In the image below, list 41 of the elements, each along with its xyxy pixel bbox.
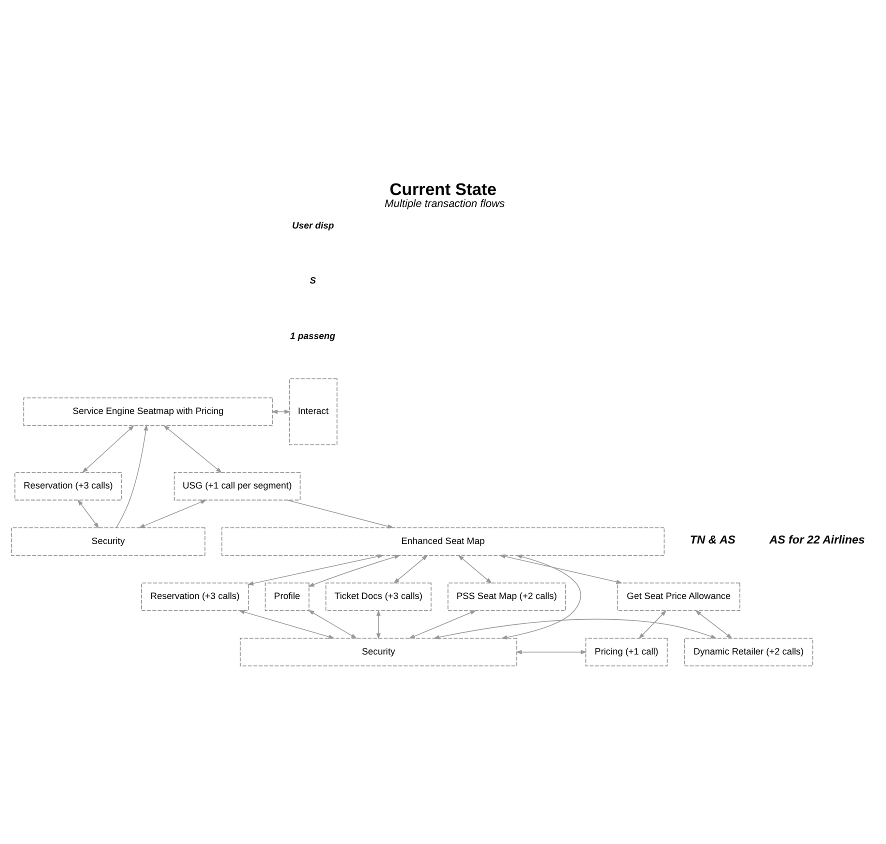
arrow bbox=[500, 554, 581, 639]
arrow bbox=[308, 609, 358, 638]
node-box: Reservation (+3 calls) bbox=[141, 582, 249, 611]
arrow bbox=[138, 499, 207, 528]
arrow bbox=[163, 424, 222, 473]
node-box: Reservation (+3 calls) bbox=[14, 472, 122, 500]
label: User disp bbox=[292, 220, 334, 230]
node-box: Profile bbox=[264, 582, 310, 611]
arrow bbox=[408, 610, 476, 638]
arrow bbox=[433, 618, 717, 639]
caption: Multiple transaction flows bbox=[384, 197, 505, 210]
arrow bbox=[116, 424, 148, 528]
label: TN & AS bbox=[690, 534, 736, 546]
node-box: Dynamic Retailer (+2 calls) bbox=[684, 637, 814, 666]
arrow bbox=[82, 424, 134, 472]
arrow bbox=[458, 554, 492, 584]
label: 1 passeng bbox=[290, 330, 336, 340]
arrow bbox=[499, 554, 622, 584]
arrow bbox=[516, 649, 587, 654]
node-box: PSS Seat Map (+2 calls) bbox=[448, 582, 566, 611]
arrow bbox=[638, 610, 667, 639]
node-box: Security bbox=[11, 526, 206, 556]
node-box: Get Seat Price Allowance bbox=[617, 582, 740, 611]
arrow bbox=[308, 554, 401, 586]
node-box: Pricing (+1 call) bbox=[585, 637, 668, 666]
label: S bbox=[310, 275, 316, 286]
arrow bbox=[393, 554, 428, 584]
arrow bbox=[77, 498, 100, 528]
diagram-title: Current State bbox=[390, 179, 497, 198]
arrow bbox=[247, 554, 384, 586]
node-box: Interact bbox=[289, 378, 338, 445]
node-box: Enhanced Seat Map bbox=[221, 526, 665, 556]
arrow bbox=[286, 499, 394, 528]
node-box: Service Engine Seatmap with Pricing bbox=[23, 397, 273, 426]
node-box: Security bbox=[240, 637, 518, 666]
label: AS for 22 Airlines bbox=[769, 534, 865, 546]
arrow bbox=[376, 609, 381, 639]
node-box: Ticket Docs (+3 calls) bbox=[326, 582, 432, 611]
arrow bbox=[695, 610, 732, 638]
arrow bbox=[238, 610, 335, 638]
node-box: USG (+1 call per segment) bbox=[174, 472, 301, 500]
